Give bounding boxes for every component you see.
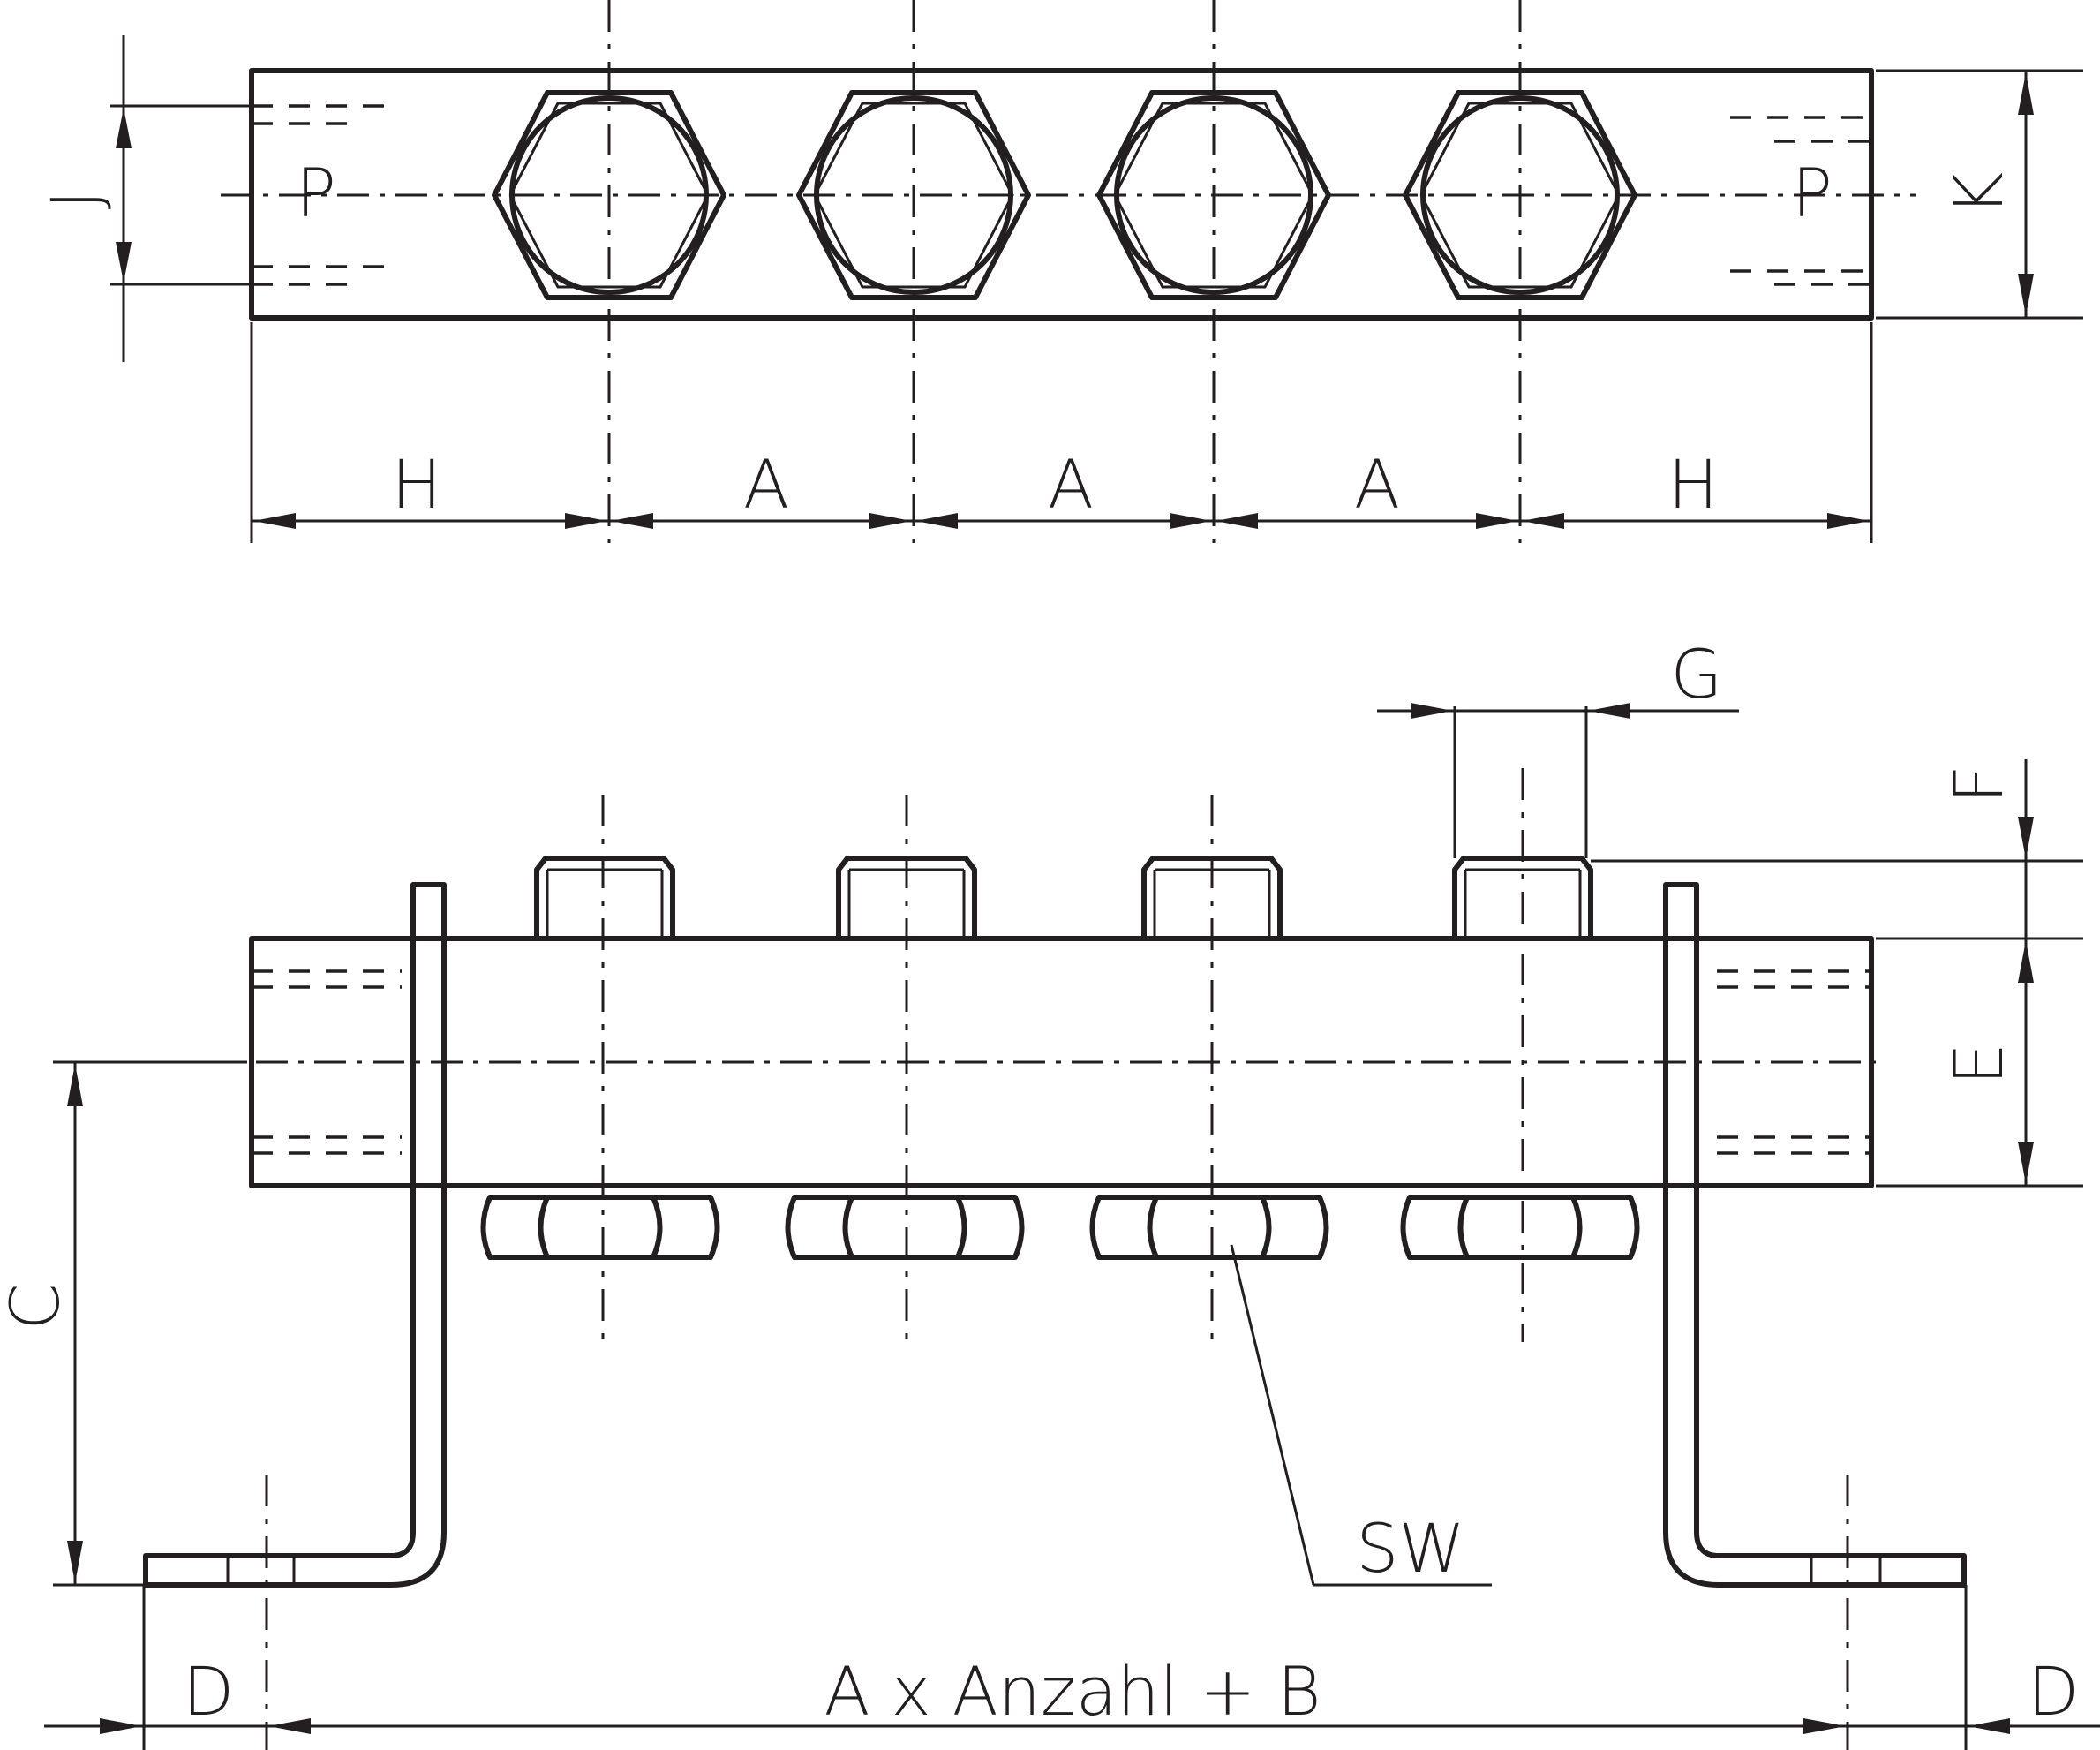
dimension-label-h-left: H xyxy=(391,445,441,524)
dimension-g: G xyxy=(1377,635,1739,858)
mounting-bracket-left xyxy=(143,882,447,1750)
hex-outlet-3 xyxy=(1096,90,1331,300)
dimension-label-f: F xyxy=(1939,765,2018,803)
dimension-c: C xyxy=(0,1060,247,1587)
dimension-label-a1: A xyxy=(743,445,789,524)
dimension-label-a2: A xyxy=(1048,445,1094,524)
dimension-k: K xyxy=(1876,69,2083,320)
dimension-label-e: E xyxy=(1939,1043,2018,1085)
mounting-bracket-right xyxy=(1663,882,1967,1750)
dimension-label-sw: SW xyxy=(1356,1509,1464,1588)
dimension-chain-bottom: D A x Anzahl + B D xyxy=(44,1585,2100,1750)
dimension-label-k: K xyxy=(1939,172,2018,216)
dimension-label-j: J xyxy=(36,190,115,209)
hex-nut-2 xyxy=(785,1195,1025,1260)
dimension-label-d-right: D xyxy=(2028,1652,2080,1731)
port-label-right: P xyxy=(1792,154,1833,232)
port-label-left: P xyxy=(296,154,336,232)
hex-nut-1 xyxy=(480,1195,720,1260)
top-view: P P J K xyxy=(36,0,2083,543)
dimension-chain-top: H A A A H xyxy=(250,322,1873,543)
dimension-j: J xyxy=(36,35,256,362)
sw-leader: SW xyxy=(1230,1244,1492,1588)
front-view: G F E C SW xyxy=(0,635,2100,1750)
dimension-label-a3: A xyxy=(1354,445,1400,524)
dimension-label-c: C xyxy=(0,1283,74,1330)
thread-stub-1 xyxy=(534,856,675,941)
dimension-label-d-left: D xyxy=(183,1652,235,1731)
hex-nut-4 xyxy=(1400,1195,1640,1260)
hex-nut-3 xyxy=(1089,1195,1329,1260)
dimension-label-total-length: A x Anzahl + B xyxy=(824,1652,1321,1731)
dimension-label-h-right: H xyxy=(1667,445,1718,524)
dimension-f-e: F E xyxy=(1591,759,2083,1188)
dimension-label-g: G xyxy=(1671,635,1723,713)
